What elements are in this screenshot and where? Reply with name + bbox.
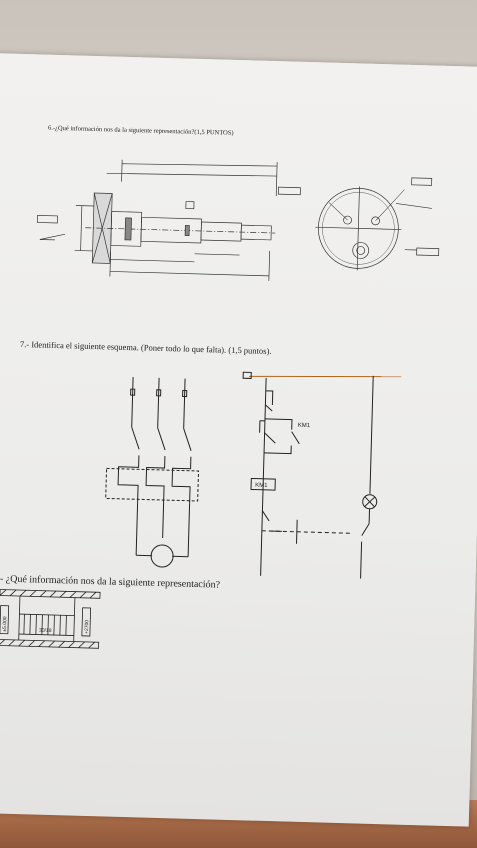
stair-section-drawing: ±5.000 +2700 30/18 xyxy=(0,589,101,649)
question-7-text: 7.- Identifica el siguiente esquema. (Po… xyxy=(19,338,272,356)
contactor-label: KM1 xyxy=(298,423,311,429)
q8-left-value: ±5.000 xyxy=(2,616,8,632)
question-6-text: 6.-¿Qué información nos da la siguiente … xyxy=(47,124,234,137)
coil-label: KM1 xyxy=(255,483,268,489)
q8-mid-value: 30/18 xyxy=(39,628,52,634)
technical-drawing-shaft xyxy=(37,159,440,281)
electrical-schematic: KM1 KM1 xyxy=(105,371,402,581)
q8-right-value: +2700 xyxy=(84,620,90,634)
exam-sheet: 6.-¿Qué información nos da la siguiente … xyxy=(0,53,477,827)
